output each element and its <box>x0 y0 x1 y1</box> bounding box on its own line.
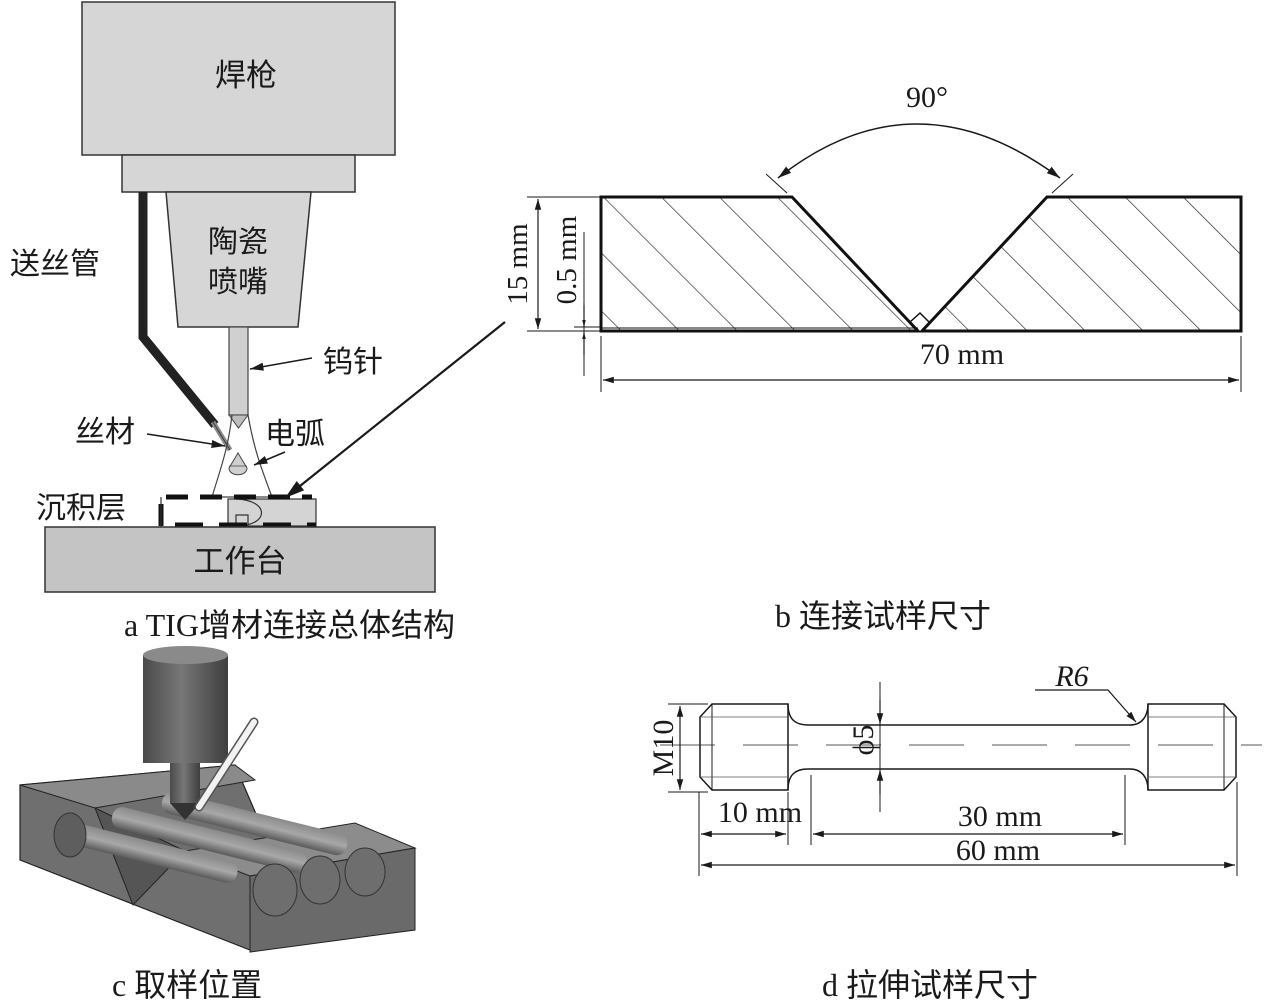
panel-d-tensile-specimen: R6 M10 ϕ5 10 mm 30 mm 60 mm d 拉伸试样尺寸 <box>647 660 1262 1003</box>
specimen-rods <box>53 792 386 917</box>
work-table <box>44 526 436 593</box>
specimen-rod-3 <box>161 792 348 856</box>
render-torch-top <box>143 646 228 664</box>
thread-label: M10 <box>647 720 680 777</box>
gauge-length-label: 30 mm <box>958 800 1042 833</box>
diameter-label: ϕ5 <box>847 725 880 756</box>
tungsten-electrode <box>228 326 249 416</box>
caption-d: d 拉伸试样尺寸 <box>822 967 1038 1003</box>
arc-label: 电弧 <box>265 417 325 452</box>
length-label: 70 mm <box>920 338 1004 371</box>
caption-a: a TIG增材连接总体结构 <box>124 607 455 643</box>
tungsten-leader-arrow <box>249 357 313 371</box>
torch-body <box>81 1 396 156</box>
caption-c: c 取样位置 <box>112 967 262 1003</box>
arc-leader-arrow <box>253 451 286 466</box>
table-label: 工作台 <box>194 544 287 580</box>
wire-leader-arrow <box>146 433 226 448</box>
angle-ext-right <box>1051 173 1074 194</box>
right-angle-mark <box>909 311 930 323</box>
render-filler-wire-highlight <box>196 719 257 810</box>
welding-arc <box>211 414 273 498</box>
radius-label: R6 <box>1054 660 1088 693</box>
grip-length-label: 10 mm <box>718 796 802 829</box>
deposit-block <box>227 498 317 527</box>
left-plate <box>599 195 922 333</box>
panel-c-sampling-render: c 取样位置 <box>19 646 417 1003</box>
render-electrode-tip <box>170 803 200 820</box>
thickness-label: 15 mm <box>502 223 534 305</box>
render-torch <box>143 655 228 763</box>
panel-b-joint-specimen: 90° 15 mm 0.5 mm 70 mm b 连接试样尺寸 <box>502 81 1243 634</box>
nozzle-label-line2: 喷嘴 <box>208 265 268 300</box>
torch-collar <box>121 154 356 193</box>
right-plate <box>918 195 1243 333</box>
specimen-rod-2 <box>111 807 307 873</box>
wire-feed-tube <box>138 192 219 428</box>
angle-label: 90° <box>906 81 948 114</box>
total-length-label: 60 mm <box>956 834 1040 867</box>
rod-end-2 <box>299 855 341 905</box>
weld-bead <box>235 498 263 527</box>
angle-arc <box>777 123 1061 179</box>
deposit-label: 沉积层 <box>36 491 126 526</box>
panel-a-tig-setup: 焊枪 陶瓷 喷嘴 沉积层 工作台 送丝管 钨针 丝材 电弧 <box>10 1 506 643</box>
nozzle-label-line1: 陶瓷 <box>208 225 268 260</box>
molten-droplet <box>228 452 248 476</box>
gauge-section <box>787 703 1149 791</box>
specimen-rod-1 <box>61 822 238 883</box>
root-label: 0.5 mm <box>551 215 583 304</box>
angle-ext-left <box>765 173 788 194</box>
rod-end-left <box>53 812 87 858</box>
torch-label: 焊枪 <box>215 58 277 94</box>
wire-label: 丝材 <box>75 415 135 450</box>
tungsten-label: 钨针 <box>323 345 383 380</box>
rod-end-1 <box>252 863 298 917</box>
render-electrode <box>170 763 200 803</box>
radius-leader <box>1035 689 1137 723</box>
ceramic-nozzle <box>165 191 312 328</box>
tungsten-tip <box>228 414 249 429</box>
rod-end-3 <box>344 847 386 897</box>
caption-b: b 连接试样尺寸 <box>775 598 991 634</box>
feed-tube-label: 送丝管 <box>10 247 100 282</box>
joint-callout-arrow <box>284 321 506 499</box>
